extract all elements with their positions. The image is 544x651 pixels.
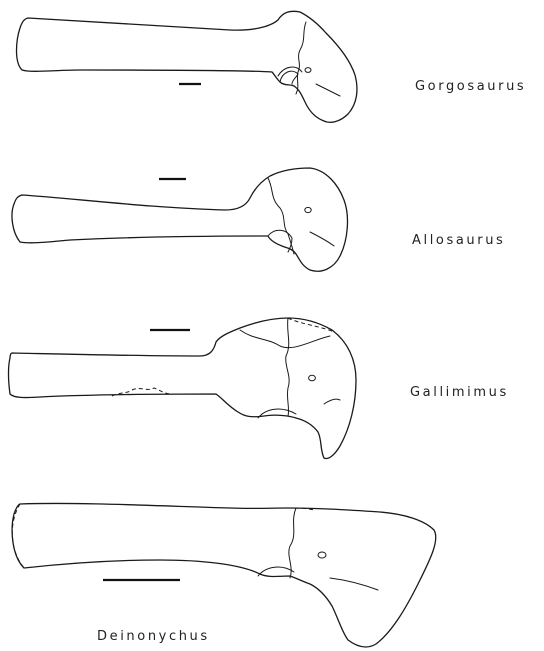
deinonychus-suture-line [289, 508, 296, 578]
allosaurus-coracoid-ridge [310, 232, 334, 246]
gorgosaurus-glenoid-fossa [280, 71, 298, 84]
specimen-gorgosaurus: Gorgosaurus [17, 11, 527, 122]
deinonychus-coracoid-foramen [318, 552, 326, 558]
gallimimus-bone-outline [9, 318, 357, 459]
gorgosaurus-coracoid-ridge [316, 84, 340, 96]
deinonychus-coracoid-ridge [330, 578, 378, 590]
specimen-allosaurus: Allosaurus [12, 168, 505, 271]
gallimimus-restored-margin [288, 318, 334, 332]
gallimimus-coracoid-ridge [324, 399, 340, 404]
allosaurus-label: Allosaurus [412, 233, 505, 248]
gorgosaurus-coracoid-foramen [305, 68, 311, 73]
gallimimus-coracoid-foramen [309, 375, 316, 381]
deinonychus-bone-outline [12, 503, 436, 647]
deinonychus-label: Deinonychus [97, 629, 210, 644]
gorgosaurus-label: Gorgosaurus [415, 79, 526, 94]
gallimimus-label: Gallimimus [410, 385, 509, 400]
allosaurus-suture-line [268, 178, 294, 254]
gallimimus-suture-crack [240, 330, 330, 348]
gorgosaurus-suture-line [296, 22, 306, 94]
allosaurus-bone-outline [12, 168, 347, 271]
specimen-gallimimus: Gallimimus [9, 318, 509, 459]
gallimimus-suture-line [286, 318, 289, 416]
specimen-deinonychus: Deinonychus [12, 503, 436, 647]
gorgosaurus-bone-outline [17, 11, 357, 122]
allosaurus-coracoid-foramen [305, 207, 311, 212]
